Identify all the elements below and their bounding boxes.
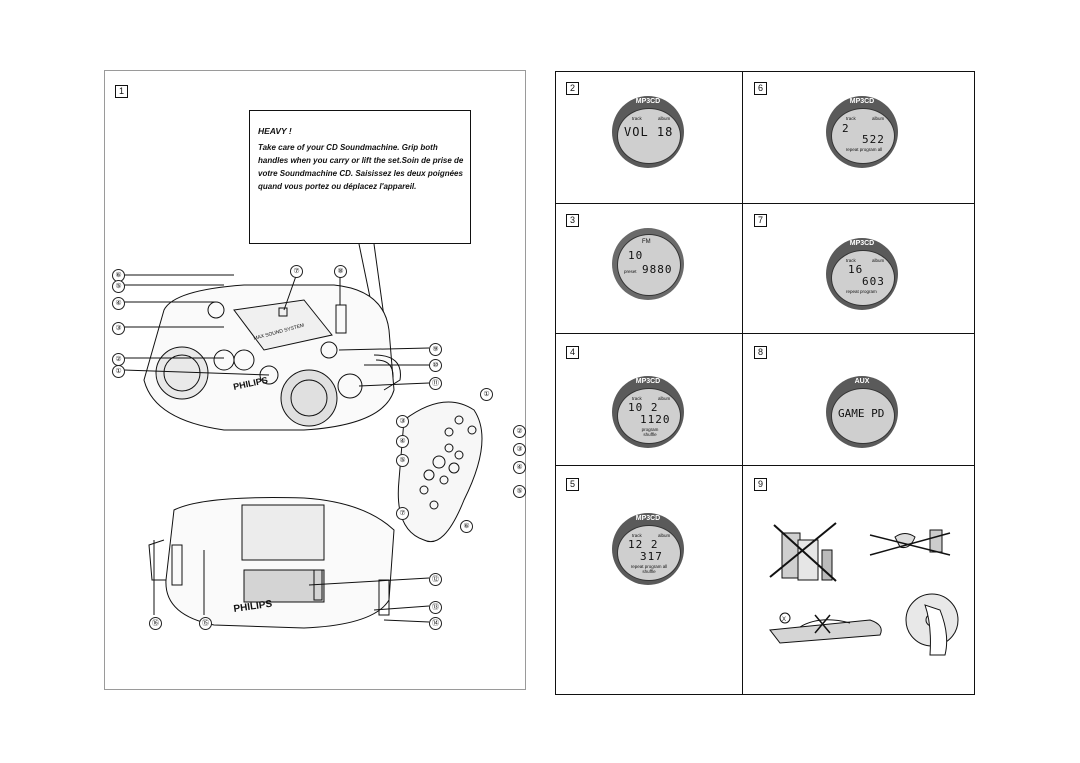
svg-text:X: X	[782, 617, 786, 623]
callout-13: ⑬	[429, 601, 442, 614]
callout-15: ⑮	[199, 617, 212, 630]
panel-number: 5	[566, 478, 579, 491]
callout-1: ①	[112, 365, 125, 378]
right-page	[555, 71, 975, 695]
warning-box: HEAVY ! Take care of your CD Soundmachin…	[249, 110, 471, 244]
callout-3: ③	[112, 322, 125, 335]
lcd-sub-text: 317	[640, 550, 663, 563]
lcd-label: track	[846, 116, 856, 121]
remote-callout-7: ⑦	[396, 507, 409, 520]
panel-number: 7	[754, 214, 767, 227]
warning-body: Take care of your CD Soundmachine. Grip …	[258, 143, 464, 191]
callout-11: ⑪	[429, 377, 442, 390]
device-illustration: PHILIPS MAX SOUND SYSTEM PHILIPS	[123, 243, 483, 629]
lcd-display: MP3CD track album 10 2 1120 program shuf…	[612, 376, 684, 448]
lcd-foot-text: program shuffle	[641, 427, 659, 437]
lcd-mode: MP3CD	[635, 378, 661, 385]
callout-12: ⑫	[429, 573, 442, 586]
lcd-mode: MP3CD	[849, 240, 875, 247]
lcd-mode: FM	[642, 239, 651, 245]
panel-number: 3	[566, 214, 579, 227]
panel-number: 6	[754, 82, 767, 95]
panel-number: 8	[754, 346, 767, 359]
grid-divider	[555, 465, 975, 466]
lcd-main-text: GAME PD	[838, 407, 885, 420]
grid-divider	[742, 71, 743, 695]
callout-9: ⑨	[429, 343, 442, 356]
lcd-display: FM 10 preset 9880	[612, 228, 684, 300]
lcd-sub-text: 603	[862, 275, 885, 288]
panel-number: 2	[566, 82, 579, 95]
lcd-label: track	[632, 396, 642, 401]
lcd-main-text: 10 2	[628, 401, 659, 414]
callout-4: ④	[112, 297, 125, 310]
callout-8: ⑧	[334, 265, 347, 278]
callout-10: ⑩	[429, 359, 442, 372]
remote-callout-5a: ⑤	[396, 454, 409, 467]
lcd-mode: MP3CD	[635, 98, 661, 105]
panel-number: 1	[115, 85, 128, 98]
lcd-display: MP3CD track album 2 522 repeat program a…	[826, 96, 898, 168]
lcd-main-text: 10	[628, 249, 644, 262]
panel-number: 4	[566, 346, 579, 359]
lcd-label: album	[658, 396, 671, 401]
lcd-main-text: 16	[848, 263, 864, 276]
left-page: 1	[104, 70, 526, 690]
grid-divider	[555, 333, 975, 334]
remote-callout-3b: ③	[513, 443, 526, 456]
callout-14: ⑭	[429, 617, 442, 630]
lcd-mode: AUX	[854, 378, 870, 385]
callout-16: ⑯	[149, 617, 162, 630]
remote-callout-1: ①	[480, 388, 493, 401]
lcd-display: AUX GAME PD	[826, 376, 898, 448]
remote-callout-3a: ③	[396, 415, 409, 428]
remote-callout-4b: ④	[513, 461, 526, 474]
callout-5: ⑤	[112, 280, 125, 293]
lcd-sub-text: 522	[862, 133, 885, 146]
lcd-foot-text: repeat program all	[845, 147, 883, 152]
lcd-label: track	[846, 258, 856, 263]
lcd-label: preset	[624, 269, 637, 274]
lcd-foot-text: repeat program all shuffle	[630, 564, 668, 574]
care-illustrations: X	[769, 522, 959, 656]
remote-callout-5b: ⑤	[513, 485, 526, 498]
lcd-label: album	[872, 258, 885, 263]
callout-2: ②	[112, 353, 125, 366]
remote-callout-4a: ④	[396, 435, 409, 448]
lcd-mode: MP3CD	[849, 98, 875, 105]
lcd-label: track	[632, 116, 642, 121]
warning-title: HEAVY !	[258, 126, 292, 136]
lcd-mode: MP3CD	[635, 515, 661, 522]
lcd-main-text: VOL 18	[624, 125, 674, 139]
panel-number: 9	[754, 478, 767, 491]
lcd-foot-text: repeat program	[846, 289, 877, 294]
callout-7: ⑦	[290, 265, 303, 278]
lcd-label: album	[872, 116, 885, 121]
grid-divider	[555, 203, 975, 204]
remote-callout-6: ⑥	[460, 520, 473, 533]
lcd-display: MP3CD track album 16 603 repeat program	[826, 238, 898, 310]
lcd-label: track	[632, 533, 642, 538]
lcd-main-text: 2	[842, 122, 850, 135]
lcd-display: MP3CD track album 12 2 317 repeat progra…	[612, 513, 684, 585]
lcd-label: album	[658, 116, 671, 121]
brand-label-rear: PHILIPS	[233, 599, 273, 615]
lcd-display: MP3CD track album VOL 18	[612, 96, 684, 168]
lcd-sub-text: 1120	[640, 413, 671, 426]
lcd-label: album	[658, 533, 671, 538]
remote-callout-2: ②	[513, 425, 526, 438]
lcd-sub-text: 9880	[642, 263, 673, 276]
lcd-main-text: 12 2	[628, 538, 659, 551]
